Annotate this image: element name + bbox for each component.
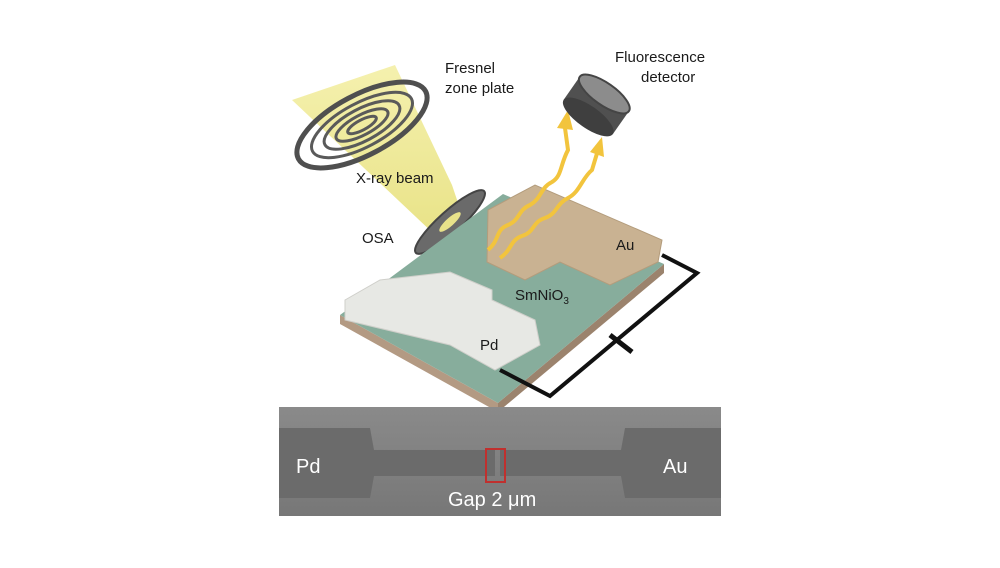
substrate-side — [340, 315, 498, 412]
xray-beam-cone — [292, 65, 478, 268]
smnio3-subscript: 3 — [563, 296, 569, 307]
fluorescence-wave-1 — [486, 127, 571, 252]
pd-electrode-label: Pd — [480, 337, 499, 354]
fluorescence-arrowhead-2 — [590, 137, 604, 157]
pd-electrode — [344, 271, 541, 371]
sem-pd-electrode — [279, 428, 495, 498]
detector-label-line2: detector — [641, 69, 696, 86]
au-electrode — [486, 184, 663, 286]
fresnel-zone-plate — [294, 79, 430, 171]
sem-pd-label: Pd — [296, 456, 321, 478]
sem-au-label: Au — [663, 456, 688, 478]
detector-label-line1: Fluorescence — [615, 49, 706, 66]
sem-au-electrode — [500, 428, 721, 498]
smnio3-label: SmNiO3 — [515, 287, 569, 310]
osa-label: OSA — [362, 230, 394, 247]
circuit-element — [608, 333, 634, 354]
fresnel-label-line2: zone plate — [445, 80, 515, 97]
fluorescence-detector — [562, 73, 631, 137]
sem-gap-label: Gap 2 μm — [448, 489, 537, 511]
xray-beam-label: X-ray beam — [356, 170, 434, 187]
fluorescence-arrowhead-1 — [557, 110, 573, 130]
smnio3-text: SmNiO — [515, 287, 564, 304]
circuit-wire — [499, 253, 701, 399]
substrate-front — [498, 264, 664, 412]
au-electrode-label: Au — [616, 237, 635, 254]
fresnel-label-line1: Fresnel — [445, 60, 496, 77]
sem-gap-highlight — [485, 448, 506, 483]
fluorescence-wave-2 — [498, 149, 600, 260]
